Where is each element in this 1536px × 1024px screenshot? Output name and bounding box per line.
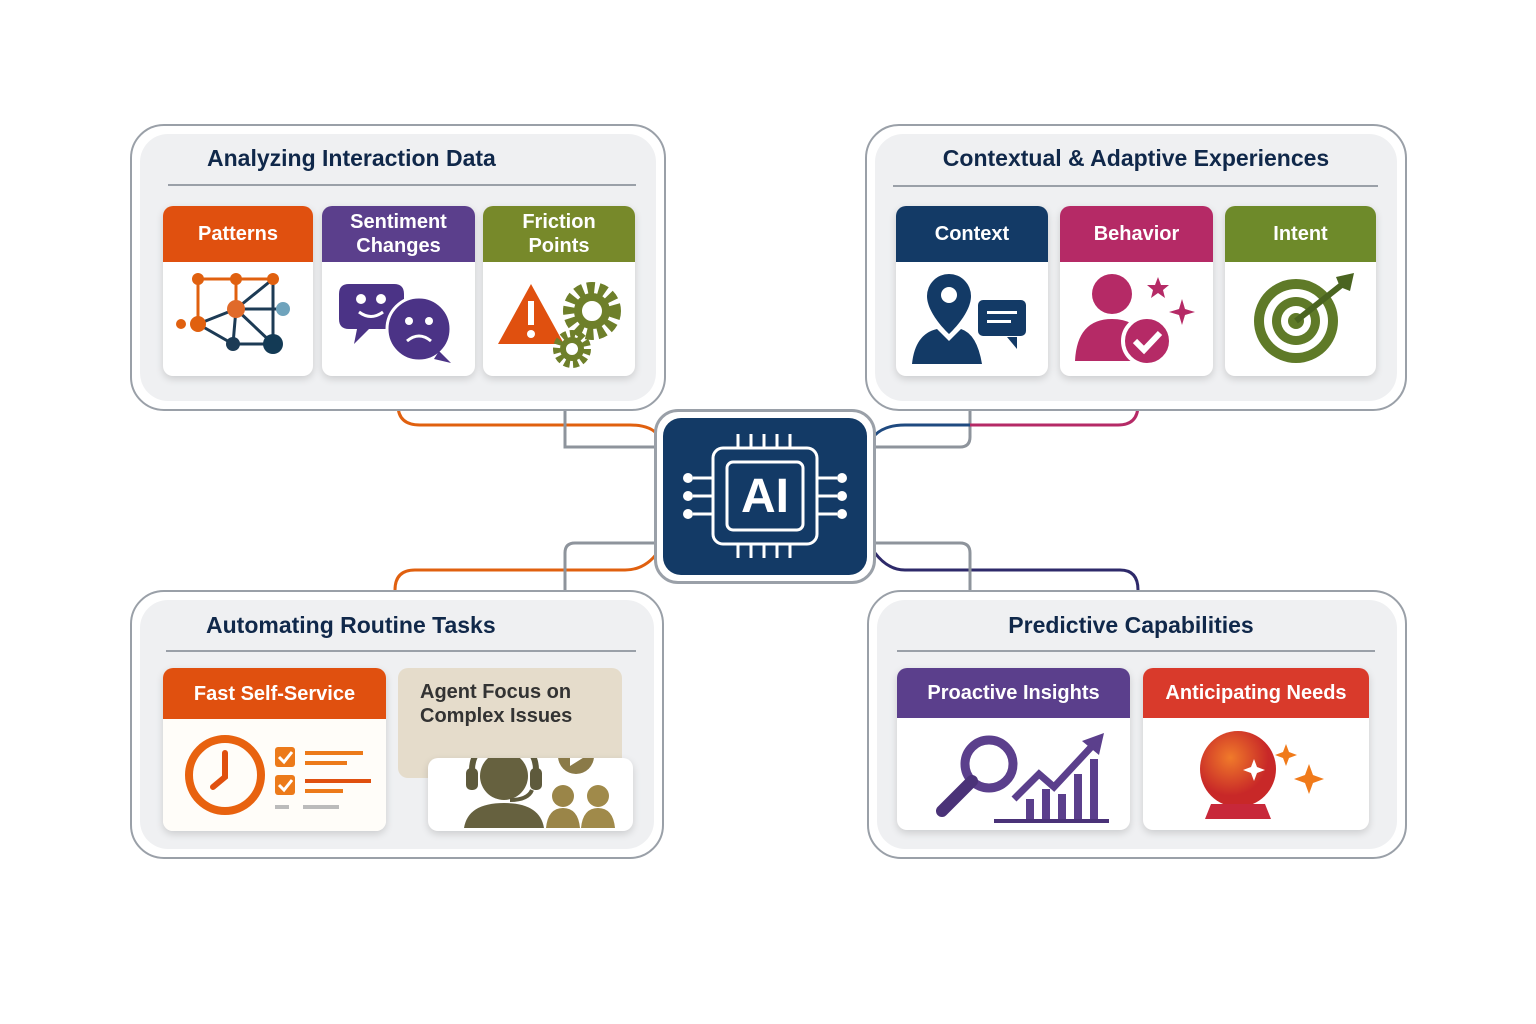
card-behavior: Behavior [1060, 206, 1213, 376]
card-context: Context [896, 206, 1048, 376]
card-label: Patterns [163, 206, 313, 262]
card-proactive-insights: Proactive Insights [897, 668, 1130, 830]
headset-agent-icon [464, 758, 615, 828]
magnifier-growth-chart-icon [897, 718, 1130, 830]
card-label-line1: Sentiment [350, 211, 447, 233]
card-label: Intent [1225, 206, 1376, 262]
card-friction-points: Friction Points [483, 206, 635, 376]
crystal-ball-icon [1143, 718, 1369, 830]
card-label-line2: Complex Issues [420, 705, 573, 727]
person-check-sparkle-icon [1060, 262, 1213, 376]
warning-gears-icon [483, 272, 635, 376]
card-label: Behavior [1060, 206, 1213, 262]
card-sentiment-changes: Sentiment Changes [322, 206, 475, 376]
card-anticipating-needs: Anticipating Needs [1143, 668, 1369, 830]
network-graph-icon [163, 262, 313, 376]
card-patterns: Patterns [163, 206, 313, 376]
sentiment-chat-bubbles-icon [322, 272, 475, 376]
card-label: Proactive Insights [897, 668, 1130, 718]
card-fast-self-service: Fast Self-Service [163, 668, 386, 831]
divider [166, 650, 636, 652]
card-label-line2: Changes [356, 235, 441, 257]
agent-icon-panel [428, 758, 633, 831]
target-arrow-icon [1225, 262, 1376, 376]
ai-chip-box: AI [663, 418, 867, 575]
card-label-line2: Points [528, 235, 590, 257]
divider [168, 184, 636, 186]
card-intent: Intent [1225, 206, 1376, 376]
divider [897, 650, 1375, 652]
divider [893, 185, 1378, 187]
panel-title: Automating Routine Tasks [206, 612, 496, 638]
panel-title: Contextual & Adaptive Experiences [942, 145, 1330, 171]
card-label: Context [896, 206, 1048, 262]
card-label: Fast Self-Service [163, 668, 386, 719]
card-label: Anticipating Needs [1143, 668, 1369, 718]
panel-title: Analyzing Interaction Data [207, 145, 496, 171]
location-person-chat-icon [896, 262, 1048, 376]
chip-icon [683, 434, 847, 558]
card-label-line1: Agent Focus on [420, 681, 572, 703]
panel-title: Predictive Capabilities [1008, 612, 1254, 638]
clock-checklist-icon [163, 719, 386, 831]
ai-label: AI [741, 469, 789, 523]
card-label-line1: Friction [522, 211, 596, 233]
